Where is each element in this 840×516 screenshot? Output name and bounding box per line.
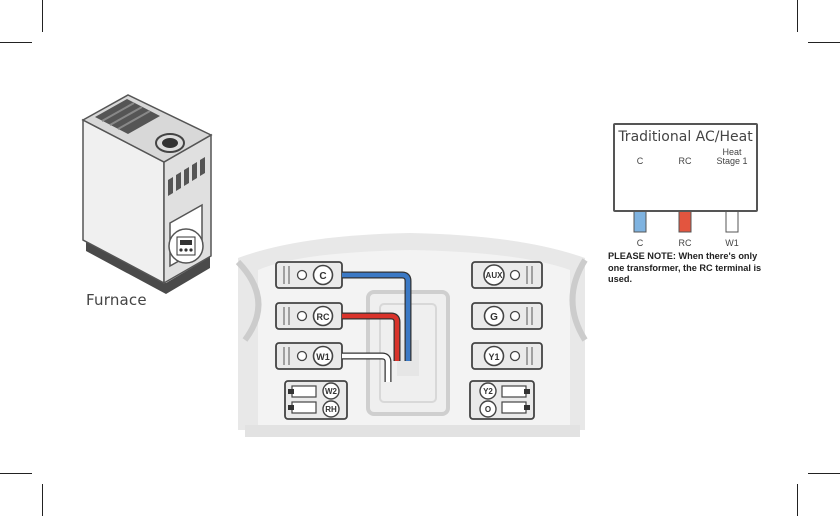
- terminal-aux-label: AUX: [486, 271, 504, 280]
- terminal-w1: W1: [276, 343, 342, 369]
- legend-title: Traditional AC/Heat: [615, 129, 756, 145]
- terminal-g-label: G: [490, 312, 498, 323]
- terminal-aux: AUX: [472, 262, 542, 288]
- terminal-c-label: C: [319, 271, 326, 282]
- legend-top-rc: RC: [675, 157, 695, 166]
- legend-top-c: C: [630, 157, 650, 166]
- terminal-y1: Y1: [472, 343, 542, 369]
- terminal-o-label: O: [485, 405, 491, 414]
- legend-bottom-rc: RC: [675, 238, 695, 248]
- furnace-label: Furnace: [86, 291, 147, 309]
- terminal-rh-label: RH: [325, 405, 337, 414]
- furnace-illustration: [83, 95, 211, 294]
- terminal-c: C: [276, 262, 342, 288]
- legend-bottom-w1: W1: [720, 238, 744, 248]
- terminal-y1-label: Y1: [488, 352, 499, 362]
- terminal-rc-label: RC: [317, 312, 330, 322]
- terminal-g: G: [472, 303, 542, 329]
- terminal-w2-rh: W2 RH: [285, 381, 347, 419]
- terminal-y2-label: Y2: [483, 387, 493, 396]
- terminal-rc: RC: [276, 303, 342, 329]
- legend-bottom-c: C: [630, 238, 650, 248]
- legend-top-heat: Heat Stage 1: [708, 148, 756, 166]
- terminal-w2-label: W2: [325, 387, 338, 396]
- legend-box: Traditional AC/Heat: [613, 123, 758, 212]
- terminal-w1-label: W1: [316, 352, 330, 362]
- terminal-y2-o: Y2 O: [470, 381, 534, 419]
- note-text: PLEASE NOTE: When there's only one trans…: [608, 251, 768, 286]
